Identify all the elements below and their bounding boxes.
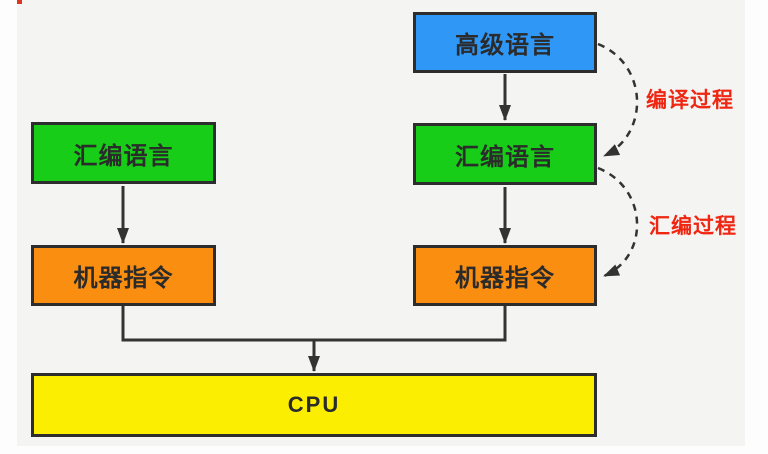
node-assembly-language-right: 汇编语言 xyxy=(413,123,597,185)
node-assembly-language-left: 汇编语言 xyxy=(31,122,216,184)
node-high-level-language: 高级语言 xyxy=(413,12,597,73)
node-machine-instructions-right: 机器指令 xyxy=(413,245,597,306)
node-cpu: CPU xyxy=(31,373,597,437)
node-cpu-label: CPU xyxy=(287,392,341,417)
node-assembly-language-right-label: 汇编语言 xyxy=(455,143,555,171)
node-high-level-language-label: 高级语言 xyxy=(455,32,555,59)
node-machine-instructions-left-label: 机器指令 xyxy=(73,265,174,292)
red-corner-mark xyxy=(17,0,22,4)
annotation-compile-process: 编译过程 xyxy=(646,89,734,112)
node-assembly-language-left-label: 汇编语言 xyxy=(73,142,174,170)
node-machine-instructions-left: 机器指令 xyxy=(31,245,216,306)
node-machine-instructions-right-label: 机器指令 xyxy=(455,265,555,292)
annotation-assembly-process: 汇编过程 xyxy=(649,215,737,238)
